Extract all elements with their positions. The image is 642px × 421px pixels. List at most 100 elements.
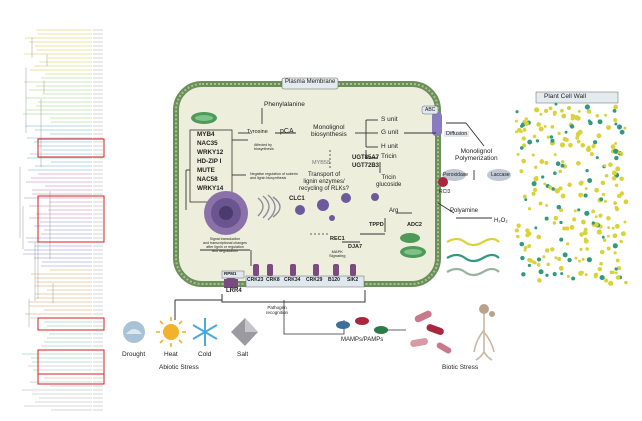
wall-fiber <box>585 168 589 173</box>
monolignol-polymerization-label: Monolignol Polymerization <box>455 148 498 163</box>
wall-fiber <box>599 197 604 202</box>
wall-fiber <box>534 165 538 169</box>
wall-fiber <box>614 205 619 210</box>
wall-fiber <box>521 136 526 141</box>
wall-fiber <box>586 257 592 263</box>
clc1-label: CLC1 <box>289 196 305 202</box>
wall-fiber <box>581 257 585 261</box>
pca-label: pCA <box>280 128 294 135</box>
h-unit-label: H unit <box>381 143 398 150</box>
wall-fiber <box>527 263 531 268</box>
wall-fiber <box>614 122 618 126</box>
wall-fiber <box>617 266 622 271</box>
myb58-label: MYB58 <box>312 160 331 166</box>
wall-fiber <box>582 230 588 236</box>
wall-fiber <box>567 182 572 188</box>
wall-fiber <box>607 226 611 230</box>
highlight-box <box>37 373 105 385</box>
wall-fiber <box>538 269 544 275</box>
wall-fiber <box>538 201 543 206</box>
wall-fiber <box>591 144 596 149</box>
wall-fiber <box>606 234 610 238</box>
wall-fiber <box>624 280 628 285</box>
wall-fiber <box>536 122 541 127</box>
wall-fiber <box>527 244 532 248</box>
ugt85a7-label: UGT85A7 <box>352 155 380 161</box>
wall-fiber <box>591 209 596 214</box>
laccase-icon <box>487 169 511 181</box>
abiotic-heat-label: Heat <box>164 351 178 358</box>
wall-fiber <box>539 112 543 116</box>
vesicle-icon <box>317 199 329 211</box>
wall-fiber <box>613 148 619 154</box>
wall-fiber <box>587 145 591 149</box>
wall-fiber <box>606 216 611 221</box>
wall-fiber <box>566 274 570 278</box>
cloud-drought-icon <box>123 321 145 343</box>
adc2-label: ADC2 <box>407 222 422 228</box>
wall-fiber <box>533 176 539 182</box>
wall-fiber <box>615 166 621 172</box>
snowflake-icon <box>192 318 218 346</box>
wall-fiber <box>616 193 622 199</box>
wall-fiber <box>519 169 524 174</box>
highlight-box <box>37 138 105 158</box>
receptor-b120: B120 <box>328 277 340 283</box>
wall-fiber <box>544 216 549 221</box>
h2o2-label: H₂O₂ <box>494 218 508 224</box>
wall-fiber <box>519 241 525 247</box>
arg-label: Arg <box>389 208 399 214</box>
wall-fiber <box>584 210 590 216</box>
wall-fiber <box>554 256 558 260</box>
wall-fiber <box>569 124 575 129</box>
wall-fiber <box>562 226 567 231</box>
wall-fiber <box>560 160 565 164</box>
wall-fiber <box>552 112 557 116</box>
wall-fiber <box>599 249 605 255</box>
sun-icon <box>156 317 186 347</box>
wall-fiber <box>593 272 599 278</box>
plant-cell-wall-label: Plant Cell Wall <box>544 93 587 100</box>
wall-fiber <box>558 169 563 174</box>
chloroplast-icon <box>400 246 426 258</box>
wall-fiber <box>579 247 583 251</box>
wall-fiber <box>596 229 602 235</box>
wall-fiber <box>558 265 564 271</box>
wall-fiber <box>544 248 550 253</box>
g-unit-label: G unit <box>381 129 399 136</box>
wall-fiber <box>539 159 545 164</box>
signal-transduction-label: Signal transduction and transcriptional … <box>203 237 247 254</box>
wall-fiber <box>602 238 607 243</box>
golgi-icon <box>257 194 281 221</box>
wall-fiber <box>613 118 618 123</box>
wall-fiber <box>556 204 562 210</box>
abc-transporter-icon <box>432 112 442 136</box>
wall-fiber <box>546 135 550 139</box>
receptor-crk8: CRK8 <box>266 277 280 283</box>
wall-fiber <box>537 278 542 283</box>
wall-fiber <box>534 107 540 113</box>
wall-fiber <box>613 104 618 110</box>
wall-fiber <box>521 272 526 277</box>
peroxidase-icon <box>442 169 466 181</box>
wall-fiber <box>531 260 536 264</box>
wall-fiber <box>597 119 603 125</box>
rec1-label: REC1 <box>330 236 345 242</box>
receptor-rpm1: RPM1 <box>224 271 237 276</box>
wall-fiber <box>603 164 607 168</box>
wall-fiber <box>543 182 547 186</box>
wall-fiber <box>532 134 537 139</box>
wall-fiber <box>611 170 617 176</box>
wall-fiber <box>599 261 603 266</box>
highlight-box <box>37 195 105 243</box>
wall-fiber <box>543 108 549 114</box>
wall-fiber <box>584 187 588 190</box>
wall-fiber <box>542 255 546 259</box>
wall-fiber <box>523 248 527 252</box>
rci3-label: RCI3 <box>439 189 451 195</box>
wall-fiber <box>612 243 618 249</box>
salt-crystal-icon <box>231 318 258 346</box>
wall-fiber <box>552 272 557 277</box>
wall-fiber <box>527 207 532 211</box>
